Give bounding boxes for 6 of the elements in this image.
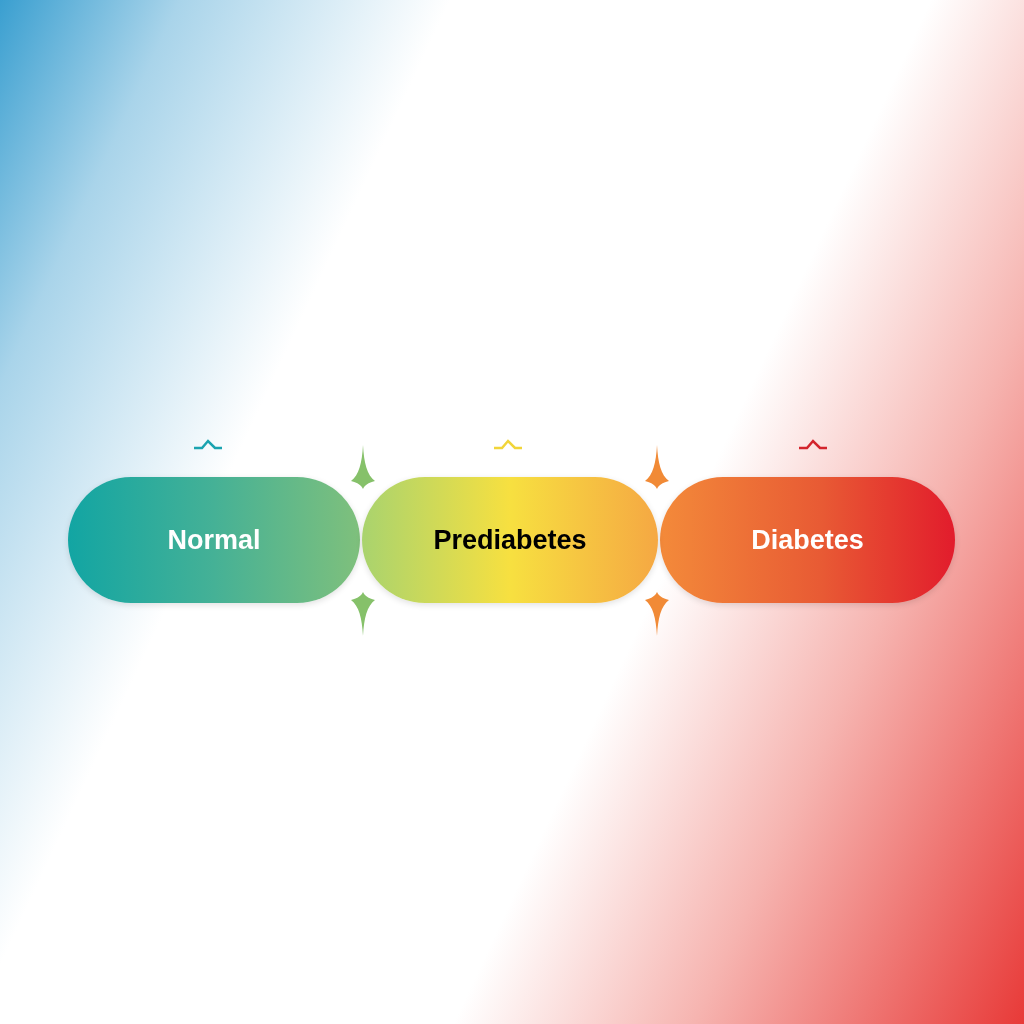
stage-pill	[362, 477, 658, 603]
stage-label: Normal	[167, 523, 261, 557]
stage-label: Diabetes	[751, 523, 864, 557]
stage-pill	[660, 477, 955, 603]
stage-label: Prediabetes	[433, 523, 587, 557]
stage-pill	[68, 477, 360, 603]
